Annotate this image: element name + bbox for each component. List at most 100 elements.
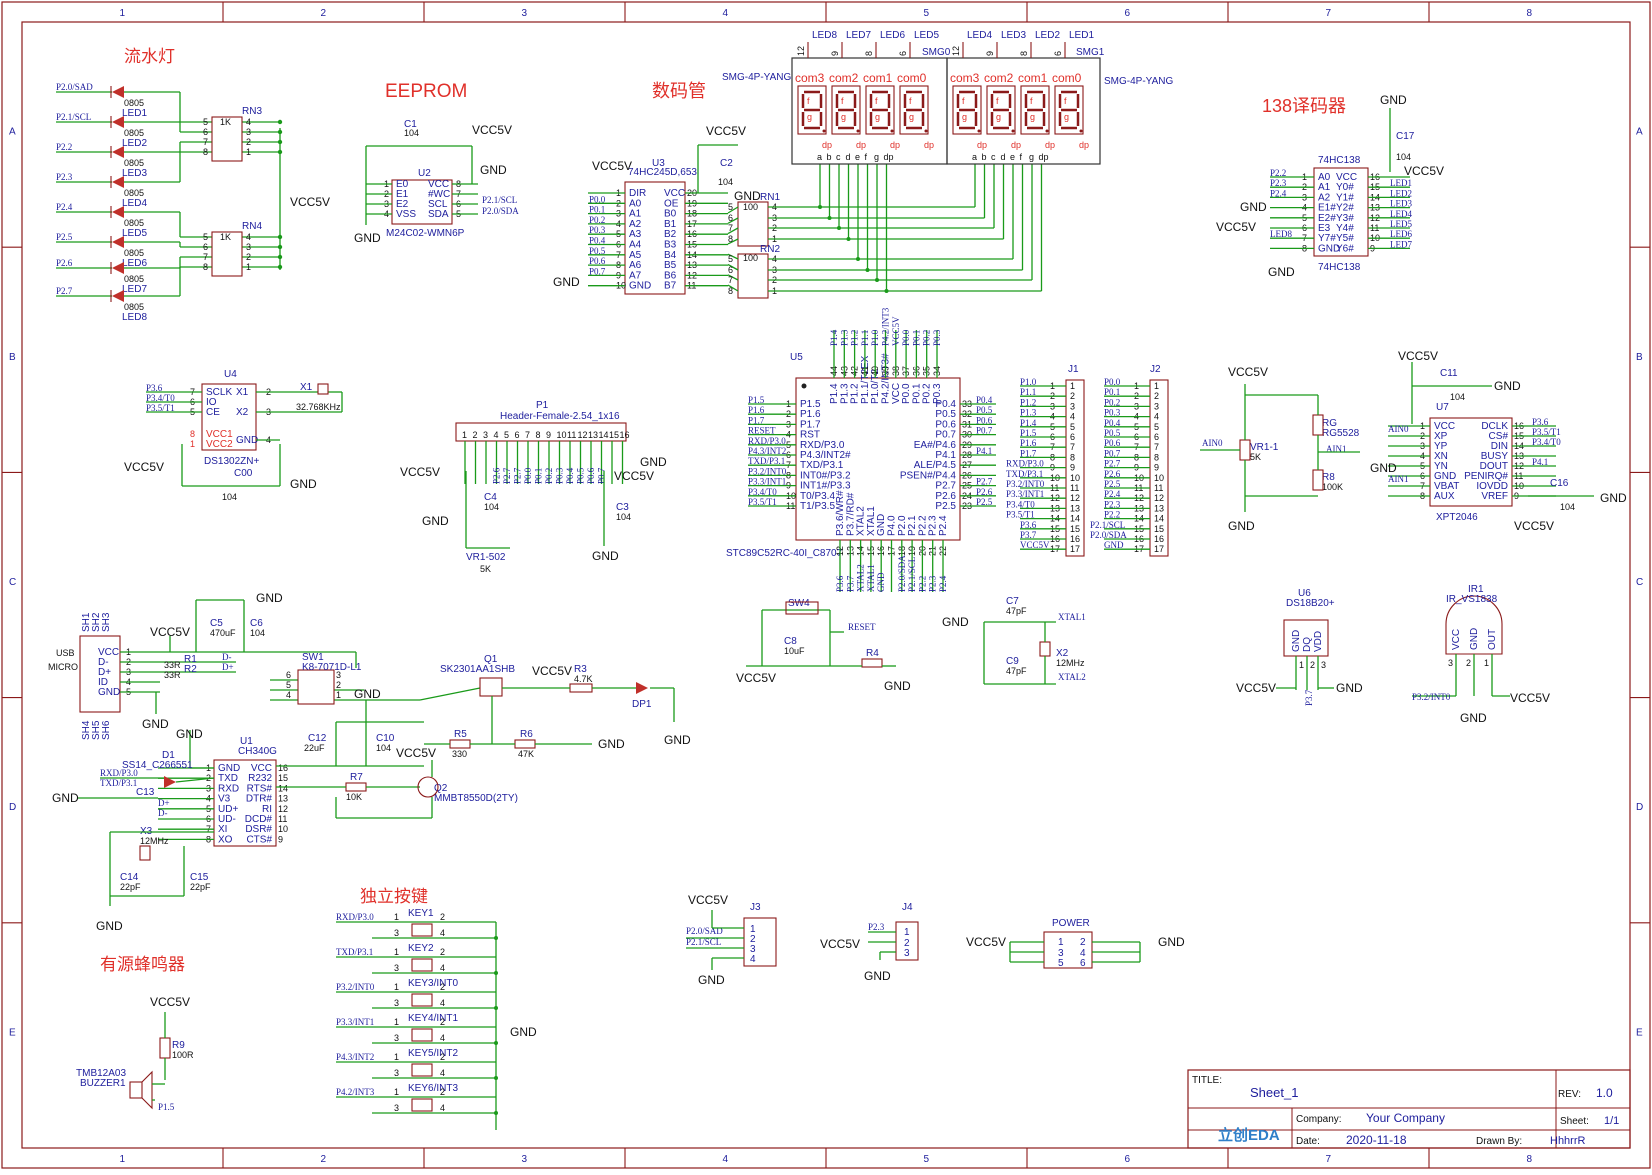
usb-pin-GND: GND (98, 687, 120, 698)
p1-num-11: 12 (578, 430, 588, 440)
u138-in-2: P2.4 (1270, 188, 1287, 198)
j2-num-0: 1 (1154, 381, 1159, 391)
svg-text:3: 3 (750, 944, 756, 955)
u5-right-7: PSEN#/P4.4 (900, 470, 957, 481)
svg-text:f: f (1030, 96, 1033, 106)
p1-num-0: 1 (462, 430, 467, 440)
key-pin1-3: 1 (394, 1017, 399, 1027)
smg1-led-0: LED4 (967, 30, 992, 41)
u5-left-net-5: P4.3/INT2 (748, 446, 786, 456)
u5-bot-7: P2.1 (907, 515, 918, 536)
u1-net-txd: TXD/P3.1 (100, 778, 137, 788)
x3-value: 12MHz (140, 836, 169, 846)
u138-pin-r-6: Y5# (1336, 233, 1354, 244)
c13-label: C13 (136, 787, 155, 798)
u138-pin-l-4: E2# (1318, 213, 1336, 224)
c00-label: C00 (234, 468, 253, 479)
u138-pin-r-5: Y4# (1336, 223, 1354, 234)
svg-text:g: g (875, 112, 880, 122)
u5-body (795, 377, 961, 541)
u3-pin-r-6: B4 (664, 250, 677, 261)
j2-net-5: P0.5 (1104, 428, 1121, 438)
u3-pin-l-0: DIR (629, 188, 646, 199)
smg1-seg-f: f (1020, 152, 1023, 162)
c6-label: C6 (250, 618, 263, 629)
u3-net-8: P0.7 (589, 266, 606, 276)
smg0-pin-3: 6 (898, 51, 908, 56)
p1-net-12: P0.6 (586, 467, 596, 484)
sw1-num-l-1: 5 (286, 680, 291, 690)
u5-right-3: P0.7 (935, 430, 956, 441)
d1-part: SS14_C266551 (122, 760, 193, 771)
u7-net-r-1: P3.5/T1 (1532, 427, 1561, 437)
u3-pin-r-3: B1 (664, 219, 677, 230)
smg0-com-1: com2 (829, 71, 859, 85)
j1-net-15: P3.7 (1020, 530, 1037, 540)
smg0-pin-2: 8 (864, 51, 874, 56)
u5-left-0: P1.5 (800, 399, 821, 410)
j1-net-16: VCC5V (1020, 540, 1050, 550)
rn1-body (737, 201, 769, 247)
tb-company: Your Company (1366, 1111, 1445, 1125)
u3-pin-l-4: A3 (629, 229, 642, 240)
usb-gnd: GND (142, 717, 169, 731)
key-net-0: RXD/P3.0 (336, 912, 374, 922)
u5-bot-net-10: P2.4 (938, 575, 948, 592)
frame-col-bottom-5: 5 (924, 1154, 930, 1165)
u6-vcc: VCC5V (1236, 681, 1276, 695)
j1-num-2: 3 (1070, 401, 1075, 411)
j1-net-12: P3.4/T0 (1006, 499, 1035, 509)
sw1-num-r-2: 1 (336, 690, 341, 700)
u1-label: U1 (240, 736, 253, 747)
u2-pin-E1: E1 (396, 189, 409, 200)
c2-vcc: VCC5V (706, 124, 746, 138)
x2-label: X2 (1056, 648, 1069, 659)
key-pin1-4: 1 (394, 1052, 399, 1062)
u3-part: 74HC245D,653 (628, 167, 697, 178)
u5-right-5: P4.1 (935, 450, 956, 461)
u138-y7-net: LED8 (1270, 229, 1292, 239)
j4-net: P2.3 (868, 922, 885, 932)
u5-top-net-2: P1.2 (850, 330, 860, 346)
u3-body (624, 181, 686, 295)
key-name-4: KEY5/INT2 (408, 1048, 458, 1059)
svg-text:f: f (996, 96, 999, 106)
smg0-com-2: com1 (863, 71, 893, 85)
u3-pin-l-8: A7 (629, 270, 642, 281)
u1-num-r-6: 10 (278, 824, 288, 834)
u138-pin-r-7: Y6# (1336, 243, 1354, 254)
tb-drawn-label: Drawn By: (1476, 1136, 1522, 1147)
u138-pin-l-5: E3 (1318, 223, 1331, 234)
power-label: POWER (1052, 918, 1090, 929)
led-net-4: P2.4 (56, 202, 73, 212)
c2-label: C2 (720, 158, 733, 169)
c1-label: C1 (404, 119, 417, 130)
u4-vcc: VCC5V (124, 460, 164, 474)
ir-pin-OUT: OUT (1487, 629, 1498, 650)
u5-right-net-9: P2.6 (976, 487, 993, 497)
eeprom-gnd2: GND (354, 231, 381, 245)
u2-label: U2 (418, 168, 431, 179)
u7-pin-l-0: VCC (1434, 421, 1455, 432)
frame-row-A: A (9, 127, 16, 138)
rn-pin-r-4: 4 (246, 232, 251, 242)
led-net-7: P2.7 (56, 286, 73, 296)
u2-pin-SDA: SDA (428, 209, 449, 220)
reset-gnd: GND (884, 679, 911, 693)
u1-pin-r-6: DSR# (245, 824, 272, 835)
u5-top-1: P1.3 (839, 383, 850, 404)
u138-pin-l-0: A0 (1318, 172, 1331, 183)
key-pin3-0: 3 (394, 928, 399, 938)
smg0-pin-0: 12 (796, 46, 806, 56)
led-pkg-5: 0805 (124, 248, 144, 258)
photo-gnd: GND (1228, 519, 1255, 533)
key-pin3-1: 3 (394, 963, 399, 973)
u7-net-r-3: P4.1 (1532, 457, 1548, 467)
key-pin2-2: 2 (440, 982, 445, 992)
u3-net-6: P0.5 (589, 246, 606, 256)
u138-pin-l-2: A2 (1318, 192, 1331, 203)
usb-dm: D- (222, 652, 232, 662)
smg0-dp-0: dp (822, 140, 832, 150)
